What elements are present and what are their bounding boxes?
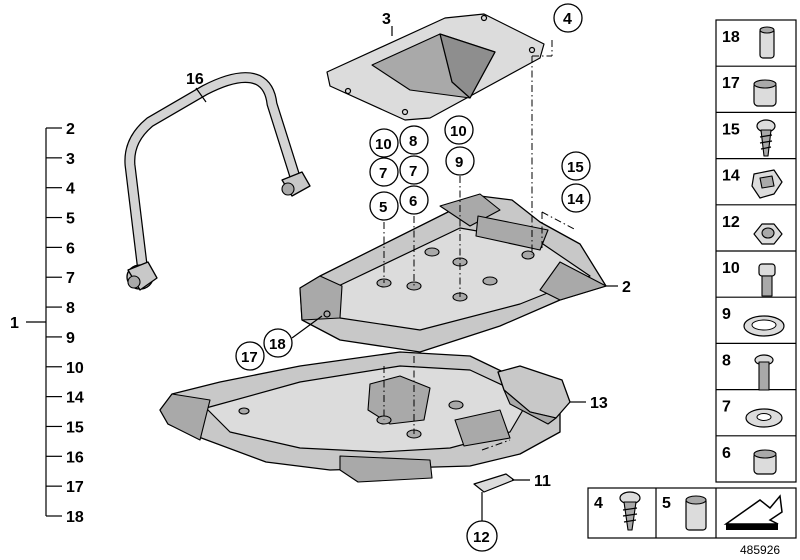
callout-6[interactable]: 6: [409, 193, 417, 210]
callouts: 3 4 16 10 8 10 7 7 9 5 6 15 14 2: [186, 3, 631, 552]
tree-item-7[interactable]: 7: [66, 270, 75, 287]
base-frame[interactable]: [159, 351, 561, 483]
side-bracket[interactable]: [497, 365, 571, 425]
sleeve-icon: [759, 26, 775, 59]
parts-legend-column: 18 17 15 14 12 10 9 8 7 6: [715, 19, 797, 483]
fastener-12[interactable]: [473, 473, 515, 493]
tree-item-9[interactable]: 9: [66, 330, 75, 347]
callout-8[interactable]: 8: [409, 133, 417, 150]
callout-11[interactable]: 11: [534, 473, 551, 490]
callout-16[interactable]: 16: [186, 71, 204, 88]
tree-item-4[interactable]: 4: [66, 181, 75, 198]
callout-4[interactable]: 4: [563, 11, 572, 28]
legend-item-9[interactable]: 9: [722, 306, 731, 323]
legend-item-12[interactable]: 12: [722, 214, 740, 231]
legend-bottom-4[interactable]: 4: [594, 495, 603, 512]
callout-5[interactable]: 5: [379, 199, 387, 216]
parts-tree: 1 2 3 4 5 6 7 8 9 10 14 15 16 17 18: [10, 121, 84, 526]
tree-item-14[interactable]: 14: [66, 390, 84, 407]
callout-circle-9[interactable]: [445, 146, 475, 176]
legend-bottom-5[interactable]: 5: [662, 495, 671, 512]
washer-icon: [745, 408, 783, 428]
tree-item-2[interactable]: 2: [66, 121, 75, 138]
callout-12[interactable]: 12: [473, 529, 490, 546]
spacer-sleeve-icon: [753, 449, 777, 475]
callout-10a[interactable]: 10: [375, 136, 392, 153]
tree-item-6[interactable]: 6: [66, 240, 75, 257]
reference-number: 485926: [740, 543, 780, 557]
callout-circle-4[interactable]: [553, 3, 583, 33]
tree-item-10[interactable]: 10: [66, 360, 84, 377]
callout-circle-14[interactable]: [561, 183, 591, 213]
legend-item-15[interactable]: 15: [722, 121, 740, 138]
callout-14[interactable]: 14: [567, 191, 584, 208]
carrier-plate[interactable]: [299, 193, 607, 353]
parts-legend-bottom: 4 5 485926: [587, 487, 797, 557]
rear-handle[interactable]: [124, 72, 311, 291]
callout-circle-7b[interactable]: [399, 155, 429, 185]
callout-2[interactable]: 2: [622, 279, 631, 296]
sleeve-5-icon: [685, 495, 707, 531]
legend-item-7[interactable]: 7: [722, 399, 731, 416]
callout-10b[interactable]: 10: [450, 123, 467, 140]
tree-item-8[interactable]: 8: [66, 300, 75, 317]
callout-circle-5[interactable]: [369, 191, 399, 221]
callout-circle-6[interactable]: [399, 185, 429, 215]
callout-7b[interactable]: 7: [409, 163, 417, 180]
callout-circle-15[interactable]: [561, 151, 591, 181]
hex-nut-icon: [753, 223, 783, 245]
cover-plate[interactable]: [326, 13, 545, 121]
tree-item-15[interactable]: 15: [66, 419, 84, 436]
legend-item-14[interactable]: 14: [722, 168, 740, 185]
callout-17[interactable]: 17: [241, 349, 258, 366]
legend-item-17[interactable]: 17: [722, 75, 740, 92]
legend-item-10[interactable]: 10: [722, 260, 740, 277]
legend-item-8[interactable]: 8: [722, 352, 731, 369]
callout-15[interactable]: 15: [567, 159, 584, 176]
callout-circle-10a[interactable]: [369, 128, 399, 158]
callout-circle-8[interactable]: [399, 125, 429, 155]
hex-socket-bolt-icon: [758, 263, 776, 297]
tree-item-16[interactable]: 16: [66, 449, 84, 466]
tree-item-3[interactable]: 3: [66, 151, 75, 168]
assembly-lines: [383, 40, 577, 485]
tree-item-18[interactable]: 18: [66, 509, 84, 526]
direction-arrow-icon: [723, 494, 783, 530]
callout-3[interactable]: 3: [382, 11, 391, 28]
callout-circle-17[interactable]: [235, 341, 265, 371]
callout-13[interactable]: 13: [590, 395, 608, 412]
seal-ring-icon: [743, 315, 785, 337]
callout-circle-10b[interactable]: [444, 115, 474, 145]
callout-18[interactable]: 18: [269, 336, 286, 353]
legend-item-18[interactable]: 18: [722, 29, 740, 46]
legend-item-6[interactable]: 6: [722, 445, 731, 462]
bush-icon: [753, 79, 777, 107]
self-tapping-screw-icon: [756, 119, 776, 157]
tree-item-5[interactable]: 5: [66, 211, 75, 228]
callout-7a[interactable]: 7: [379, 165, 387, 182]
tree-root-label[interactable]: 1: [10, 315, 19, 332]
torx-screw-icon: [619, 491, 641, 531]
callout-9[interactable]: 9: [455, 154, 463, 171]
callout-circle-18[interactable]: [263, 328, 293, 358]
callout-circle-12[interactable]: [466, 520, 498, 552]
callout-circle-7a[interactable]: [369, 157, 399, 187]
clip-nut-icon: [751, 169, 783, 199]
bolt-icon: [754, 354, 774, 391]
tree-item-17[interactable]: 17: [66, 479, 84, 496]
